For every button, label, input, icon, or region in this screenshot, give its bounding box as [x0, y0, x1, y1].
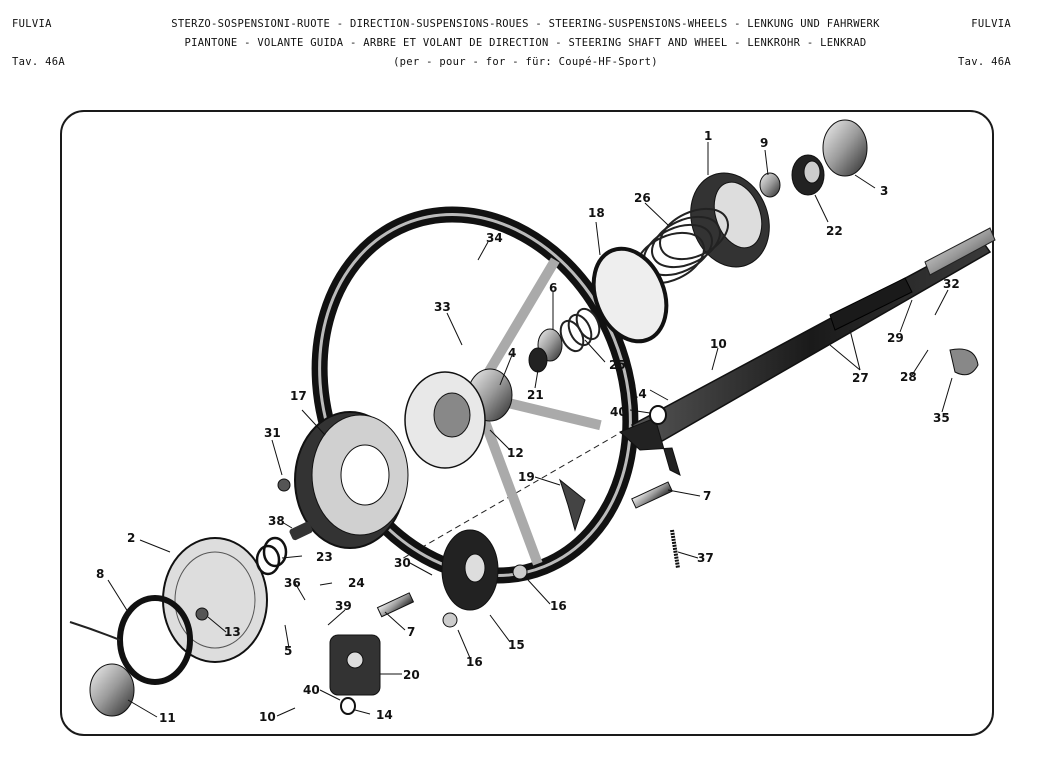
callout-27: 27 [852, 371, 869, 385]
callout-11: 11 [159, 711, 176, 725]
callout-26: 26 [634, 191, 651, 205]
callout-1: 1 [704, 129, 712, 143]
switch-35 [949, 348, 979, 376]
flange-bore [464, 553, 486, 583]
washer-40-upper [649, 405, 667, 425]
callout-19: 19 [518, 470, 535, 484]
callout-40-lower: 40 [303, 683, 320, 697]
model-applicability: (per - pour - for - für: Coupé-HF-Sport) [393, 56, 658, 68]
springs-23 [255, 536, 288, 576]
callout-10-lower: 10 [259, 710, 276, 724]
callout-7-lower: 7 [407, 625, 415, 639]
callout-16-lower: 16 [466, 655, 483, 669]
callout-38: 38 [268, 514, 285, 528]
horn-ring-17 [294, 411, 409, 549]
horn-wire [69, 621, 121, 641]
callout-3: 3 [880, 184, 888, 198]
callout-35: 35 [933, 411, 950, 425]
nut-13 [195, 607, 209, 621]
model-name-left: FULVIA [12, 18, 52, 30]
table-number-left: Tav. 46A [12, 56, 65, 68]
callout-31: 31 [264, 426, 281, 440]
callout-15: 15 [508, 638, 525, 652]
retaining-ring-cup [591, 246, 669, 344]
callout-5: 5 [284, 644, 292, 658]
leader-lines [107, 142, 953, 718]
callout-28: 28 [900, 370, 917, 384]
bearing-21 [528, 347, 548, 373]
small-spring [559, 307, 601, 353]
callout-24: 24 [348, 576, 365, 590]
callout-2: 2 [127, 531, 135, 545]
callout-12: 12 [507, 446, 524, 460]
screw-7-lower [376, 592, 415, 618]
callout-6: 6 [549, 281, 557, 295]
group-title: PIANTONE - VOLANTE GUIDA - ARBRE ET VOLA… [184, 37, 867, 49]
steering-column-tube [619, 227, 996, 476]
callout-16-upper: 16 [550, 599, 567, 613]
clip-19 [559, 478, 586, 532]
callout-30: 30 [394, 556, 411, 570]
plate-inner-rim [174, 551, 256, 649]
model-name-right: FULVIA [971, 18, 1011, 30]
nut-31 [277, 478, 291, 492]
callout-8: 8 [96, 567, 104, 581]
callout-25: 25 [609, 358, 626, 372]
bracket-20 [329, 634, 381, 696]
callout-13: 13 [224, 625, 241, 639]
callout-34: 34 [486, 231, 503, 245]
callout-29: 29 [887, 331, 904, 345]
pin-38 [289, 521, 313, 541]
ring-nut-bore [803, 160, 821, 184]
callout-4: 4 [508, 346, 516, 360]
callout-21: 21 [527, 388, 544, 402]
callout-22: 22 [826, 224, 843, 238]
assembly-axis-line [399, 429, 626, 561]
callout-14-lower: 14 [376, 708, 393, 722]
screw-7-upper [631, 481, 673, 509]
washer-40-lower [340, 697, 356, 715]
callout-37: 37 [697, 551, 714, 565]
callout-7-upper: 7 [703, 489, 711, 503]
callout-20: 20 [403, 668, 420, 682]
callout-39: 39 [335, 599, 352, 613]
callout-36: 36 [284, 576, 301, 590]
hub-flange-12 [404, 371, 486, 469]
callout-17: 17 [290, 389, 307, 403]
spring-37 [670, 529, 680, 569]
callout-14-upper: 14 [630, 387, 647, 401]
diagram-frame [60, 110, 994, 736]
plate-2 [162, 537, 268, 663]
callout-labels: 1 9 3 22 18 26 34 6 33 25 4 21 10 32 29 … [96, 129, 960, 725]
table-number-right: Tav. 46A [958, 56, 1011, 68]
washer-16-lower [442, 612, 458, 628]
section-title: STERZO-SOSPENSIONI-RUOTE - DIRECTION-SUS… [171, 18, 880, 30]
callout-18: 18 [588, 206, 605, 220]
callout-33: 33 [434, 300, 451, 314]
callout-9: 9 [760, 136, 768, 150]
horn-button-11 [89, 663, 135, 717]
washer-16-upper [512, 564, 528, 580]
callout-10-upper: 10 [710, 337, 727, 351]
callout-32: 32 [943, 277, 960, 291]
callout-40-upper: 40 [610, 405, 627, 419]
washer-9 [759, 172, 781, 198]
cap-3 [822, 119, 868, 177]
callout-23: 23 [316, 550, 333, 564]
